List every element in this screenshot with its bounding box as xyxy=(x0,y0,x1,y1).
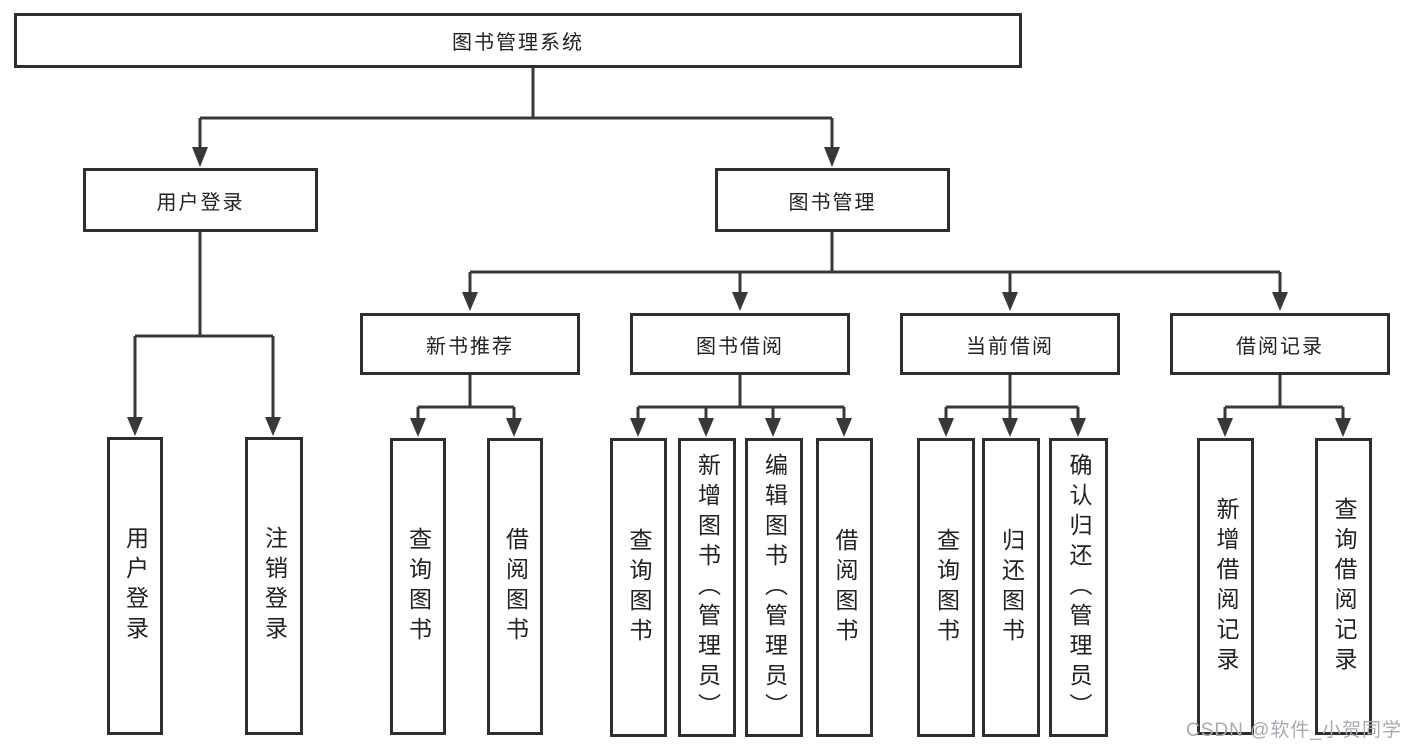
arrowhead-current-borrow xyxy=(1002,292,1018,311)
node-label: 注销登录 xyxy=(261,526,288,646)
arrowhead-nbr-query-books xyxy=(410,418,426,437)
node-label: 查询图书 xyxy=(405,526,432,647)
leaf-cb-confirm-return-admin: 确认归还（管理员） xyxy=(1049,438,1108,737)
leaf-nbr-query-books: 查询图书 xyxy=(390,438,446,735)
node-label: 图书借阅 xyxy=(696,335,784,358)
arrowhead-leaf-user-login xyxy=(127,417,143,436)
arrowhead-bb-edit-books xyxy=(765,418,781,437)
node-label: 查询图书 xyxy=(933,527,960,648)
arrowhead-book-management xyxy=(824,147,840,167)
arrowhead-nbr-borrow-books xyxy=(506,418,522,437)
node-label: 新增借阅记录 xyxy=(1213,496,1239,677)
node-book-management: 图书管理 xyxy=(715,168,950,232)
node-label: 借阅图书 xyxy=(502,526,529,647)
arrowhead-br-query-record xyxy=(1335,418,1351,437)
leaf-br-add-record: 新增借阅记录 xyxy=(1197,438,1254,735)
node-label: 确认归还（管理员） xyxy=(1066,452,1092,723)
node-label: 用户登录 xyxy=(156,191,245,214)
node-label: 查询图书 xyxy=(626,527,652,648)
leaf-nbr-borrow-books: 借阅图书 xyxy=(487,438,543,735)
connector-current-borrow-group xyxy=(944,375,1080,419)
leaf-logout: 注销登录 xyxy=(245,437,303,735)
node-label: 图书管理 xyxy=(788,191,877,214)
connector-borrow-records-group xyxy=(1223,375,1345,419)
arrowhead-leaf-logout xyxy=(265,417,281,436)
node-label: 新书推荐 xyxy=(426,335,514,358)
node-book-borrow: 图书借阅 xyxy=(630,313,850,375)
arrowhead-cb-return-books xyxy=(1002,418,1018,437)
node-new-book-recommend: 新书推荐 xyxy=(360,313,580,375)
arrowhead-cb-query-books xyxy=(938,418,954,437)
connector-new-book-recommend-group xyxy=(416,375,516,419)
leaf-cb-query-books: 查询图书 xyxy=(917,438,975,737)
leaf-bb-query-books: 查询图书 xyxy=(610,438,667,737)
arrowhead-book-borrow xyxy=(732,292,748,311)
leaf-bb-add-books-admin: 新增图书（管理员） xyxy=(678,438,736,737)
arrowhead-bb-add-books xyxy=(698,418,714,437)
node-label: 编辑图书（管理员） xyxy=(761,452,788,723)
leaf-br-query-record: 查询借阅记录 xyxy=(1315,438,1372,735)
connector-root-to-level2 xyxy=(198,68,834,148)
arrowhead-cb-confirm-return xyxy=(1070,418,1086,437)
csdn-watermark: CSDN @软件_小贺同学 xyxy=(1186,720,1402,741)
arrowhead-new-book-recommend xyxy=(462,292,478,311)
node-label: 图书管理系统 xyxy=(452,32,584,54)
leaf-bb-edit-books-admin: 编辑图书（管理员） xyxy=(745,438,803,737)
node-library-management-system: 图书管理系统 xyxy=(14,13,1022,68)
arrowhead-borrow-records xyxy=(1272,292,1288,311)
node-label: 查询借阅记录 xyxy=(1331,496,1357,677)
arrowhead-bb-borrow-books xyxy=(836,418,852,437)
node-label: 借阅图书 xyxy=(832,527,858,648)
connector-book-borrow-group xyxy=(636,375,846,419)
node-user-login: 用户登录 xyxy=(83,168,318,232)
arrowhead-user-login xyxy=(192,147,208,167)
connector-book-management-group xyxy=(468,232,1282,293)
arrowhead-br-add-record xyxy=(1217,418,1233,437)
node-label: 归还图书 xyxy=(998,527,1025,648)
node-current-borrow: 当前借阅 xyxy=(900,313,1120,375)
node-label: 新增图书（管理员） xyxy=(694,452,721,723)
arrowhead-bb-query-books xyxy=(630,418,646,437)
leaf-bb-borrow-books: 借阅图书 xyxy=(816,438,873,737)
node-borrow-records: 借阅记录 xyxy=(1170,313,1390,375)
node-label: 用户登录 xyxy=(122,526,149,646)
leaf-user-login: 用户登录 xyxy=(107,437,163,735)
node-label: 借阅记录 xyxy=(1236,335,1324,358)
leaf-cb-return-books: 归还图书 xyxy=(982,438,1040,737)
node-label: 当前借阅 xyxy=(966,335,1054,358)
connector-user-login-group xyxy=(133,232,275,418)
